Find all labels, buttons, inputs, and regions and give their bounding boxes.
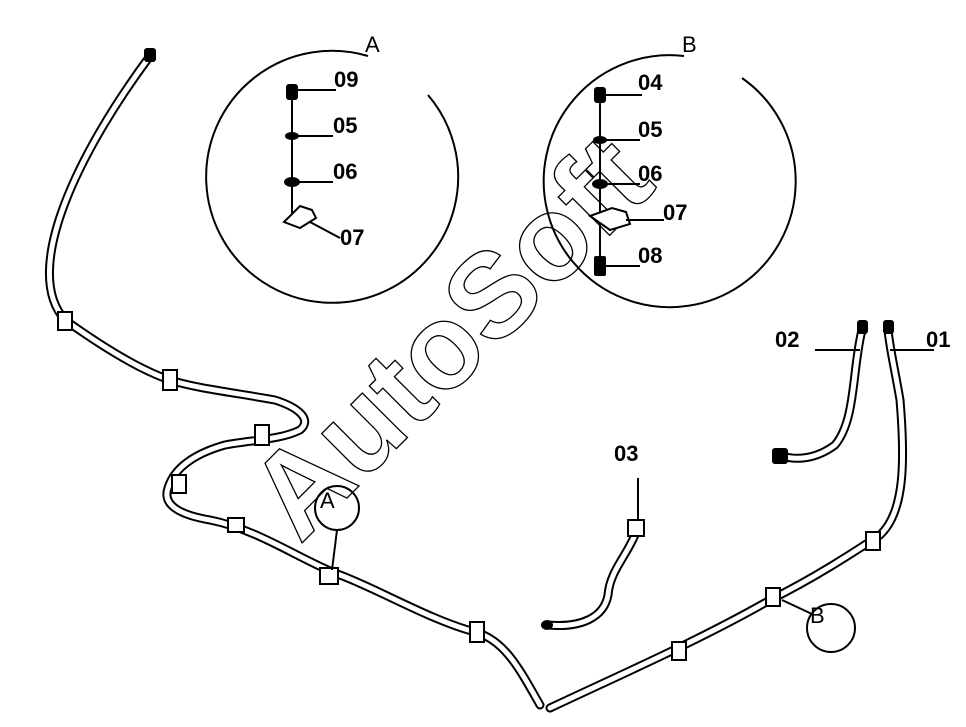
reference-a: A <box>314 485 360 571</box>
reference-b-label: B <box>810 603 825 628</box>
detail-b-label-08: 08 <box>638 243 662 268</box>
main-hose-clip <box>227 517 245 533</box>
detail-a: A 09 05 06 07 <box>205 32 460 304</box>
hose-03-end <box>541 620 553 630</box>
lower-right-hose-clip <box>765 587 781 607</box>
main-hose-clip <box>162 369 178 391</box>
main-hose-clip <box>254 424 270 446</box>
reference-b-circle <box>806 603 856 653</box>
detail-b-title: B <box>682 32 697 57</box>
detail-b: B 04 05 06 07 08 <box>542 32 797 309</box>
detail-b-label-04: 04 <box>638 70 663 95</box>
main-hose-clip <box>57 311 73 331</box>
detail-a-label-05: 05 <box>333 113 357 138</box>
detail-a-circle <box>205 49 460 304</box>
detail-b-clip <box>587 206 632 232</box>
label-02: 02 <box>775 327 799 352</box>
lower-right-hose-end-fitting <box>883 320 894 334</box>
main-hose-clip <box>319 567 339 585</box>
detail-b-circle <box>542 54 797 309</box>
detail-a-label-06: 06 <box>333 159 357 184</box>
reference-b: B <box>781 599 856 653</box>
main-hose <box>45 48 545 710</box>
main-hose-clip <box>171 474 187 494</box>
hose-02-end-fitting <box>857 320 868 334</box>
label-01: 01 <box>926 327 950 352</box>
main-hose-end-fitting <box>144 48 156 62</box>
detail-b-label-06: 06 <box>638 161 662 186</box>
lower-right-hose-clip <box>671 641 687 661</box>
hose-03: 03 <box>541 441 645 631</box>
hose-03-clip <box>627 519 645 537</box>
detail-a-title: A <box>365 32 380 57</box>
detail-a-clip <box>282 204 318 230</box>
hose-02-connector <box>772 448 788 464</box>
detail-a-label-07: 07 <box>340 225 364 250</box>
detail-b-label-05: 05 <box>638 117 662 142</box>
detail-b-label-07: 07 <box>663 200 687 225</box>
hose-02: 02 <box>772 320 868 464</box>
main-hose-clip <box>469 621 485 643</box>
detail-a-bolt <box>286 84 298 100</box>
detail-a-label-09: 09 <box>334 67 358 92</box>
lower-right-hose <box>545 320 908 713</box>
reference-a-label: A <box>320 488 335 513</box>
label-03: 03 <box>614 441 638 466</box>
lower-right-hose-clip <box>865 531 881 551</box>
